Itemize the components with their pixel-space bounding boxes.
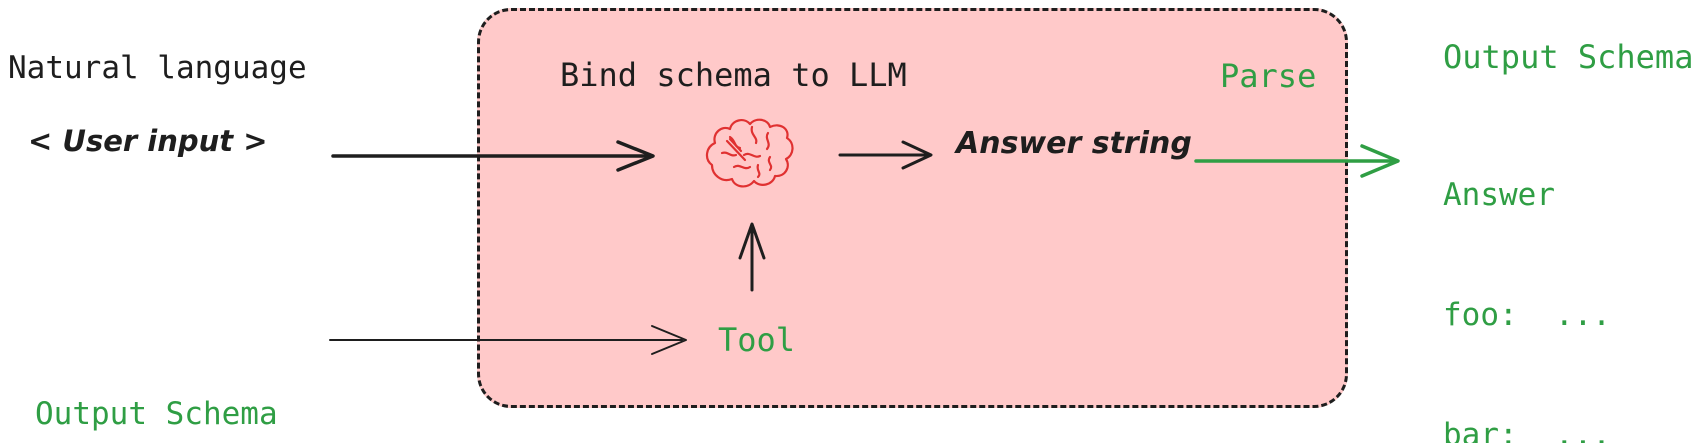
tool-llm-arrow bbox=[738, 222, 766, 292]
natural-language-label: Natural language bbox=[8, 50, 307, 86]
output-bar-line: bar: ... bbox=[1443, 417, 1611, 443]
bind-schema-title: Bind schema to LLM bbox=[560, 56, 907, 94]
schema-tool-arrow bbox=[329, 325, 687, 355]
brain-icon bbox=[705, 118, 794, 188]
output-answer-line: Answer bbox=[1443, 177, 1555, 213]
input-schema-block: Output Schema foo: ... bar: ... bbox=[35, 312, 278, 443]
input-schema-title: Output Schema bbox=[35, 396, 278, 432]
user-input-label: < User input > bbox=[28, 124, 268, 158]
parse-arrow bbox=[1194, 144, 1400, 178]
parse-label: Parse bbox=[1220, 57, 1317, 95]
output-schema-title: Output Schema bbox=[1443, 38, 1694, 76]
user-input-arrow bbox=[331, 140, 655, 172]
output-result-block: Answer foo: ... bar: ... bbox=[1443, 95, 1611, 443]
answer-string-label: Answer string bbox=[956, 126, 1192, 161]
bind-schema-box bbox=[477, 8, 1348, 408]
llm-output-arrow bbox=[838, 140, 933, 170]
tool-label: Tool bbox=[718, 321, 796, 359]
output-foo-line: foo: ... bbox=[1443, 297, 1611, 333]
